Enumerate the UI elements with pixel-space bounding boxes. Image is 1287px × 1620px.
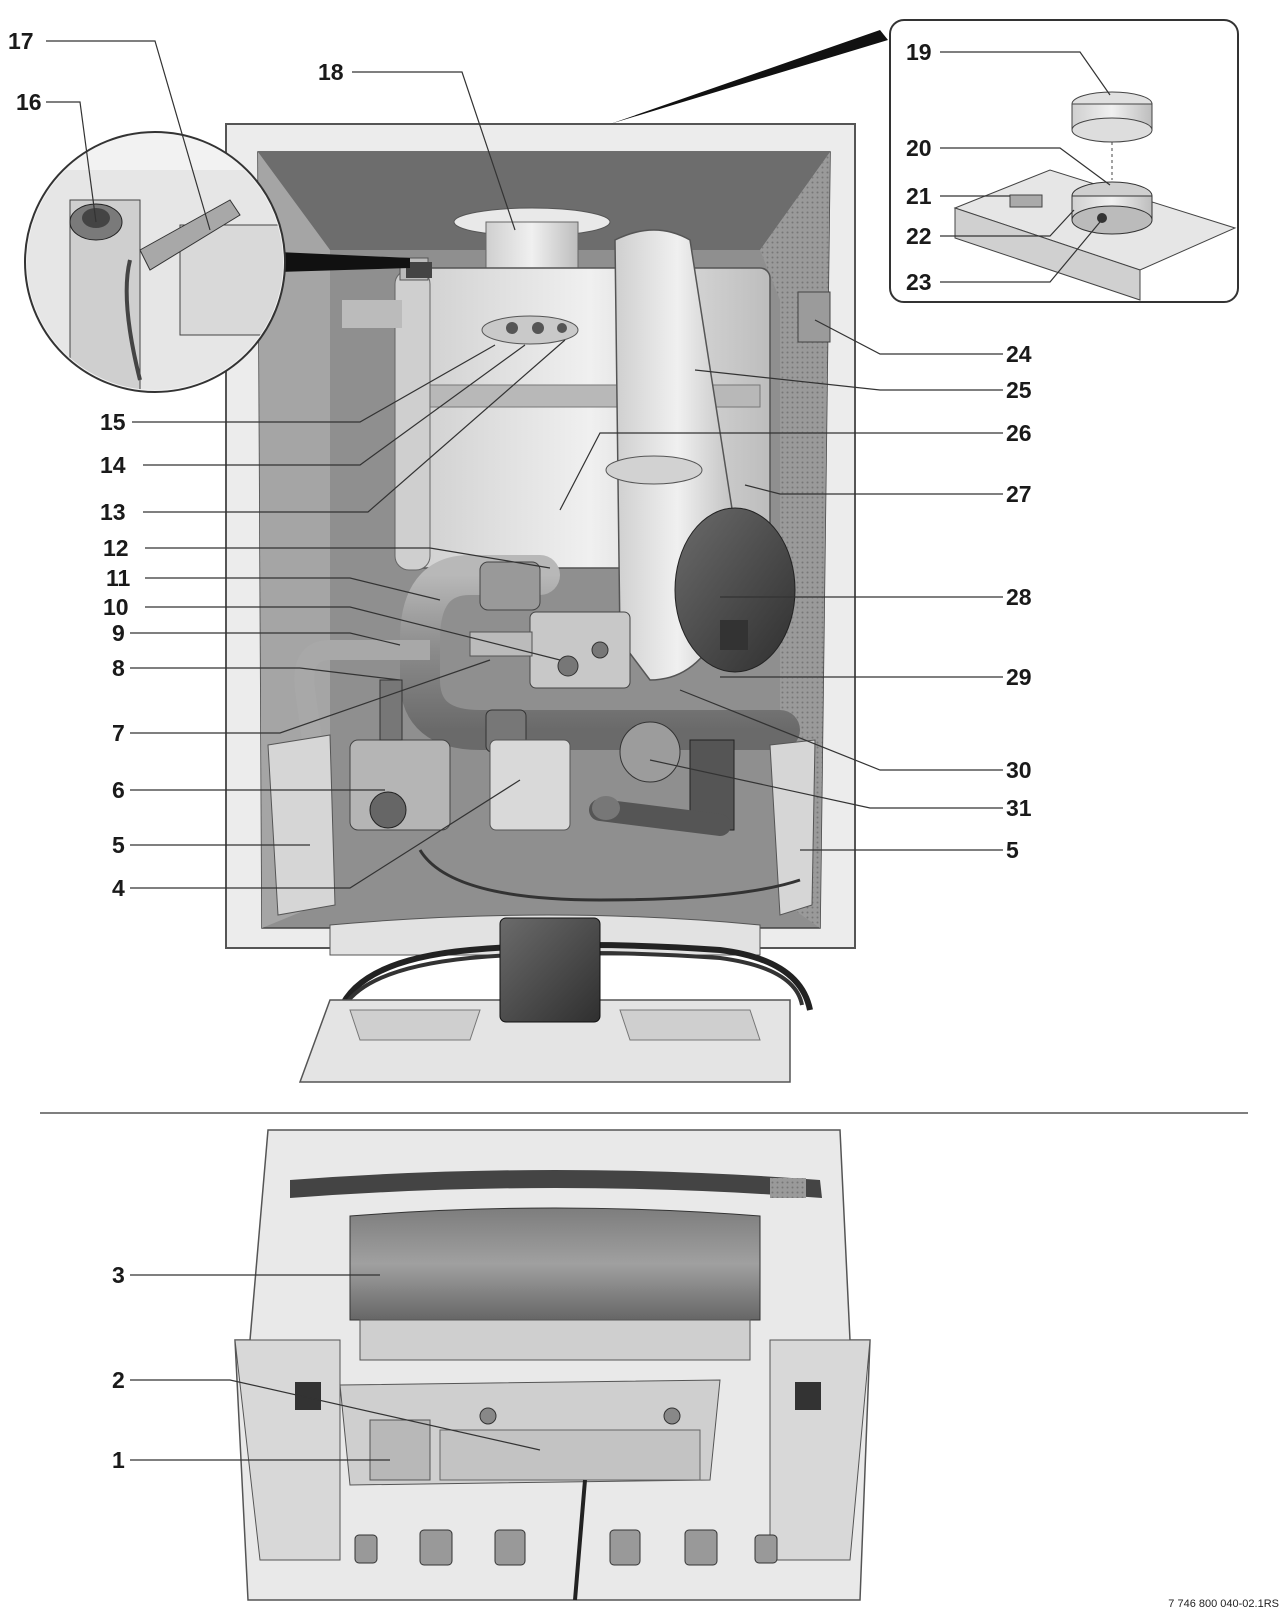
callout-22: 22	[906, 223, 932, 249]
callout-14: 14	[100, 452, 126, 478]
callout-23: 23	[906, 269, 932, 295]
gas-valve	[529, 611, 631, 689]
callout-11: 11	[106, 565, 131, 591]
condensate-trap	[489, 739, 571, 831]
callout-2: 2	[112, 1367, 125, 1393]
callout-19: 19	[906, 39, 932, 65]
callout-15: 15	[100, 409, 126, 435]
callout-1: 1	[112, 1447, 125, 1473]
callout-13: 13	[100, 499, 126, 525]
callout-16: 16	[16, 89, 42, 115]
drawing-reference-number: 7 746 800 040-02.1RS	[1168, 1598, 1279, 1610]
fan-motor	[674, 507, 796, 673]
callout-18: 18	[318, 59, 344, 85]
boiler-open-view	[225, 123, 856, 1083]
callout-12: 12	[103, 535, 129, 561]
callout-20: 20	[906, 135, 932, 161]
callout-labels: 17 16 18 15 14 13 12 11 10 9 8 7 6 5 4 2…	[8, 28, 1032, 1473]
callout-28: 28	[1006, 584, 1032, 610]
callout-8: 8	[112, 655, 125, 681]
detail-circle-temperature-sensor	[24, 131, 410, 393]
control-cover	[349, 1207, 761, 1321]
leader-lines	[46, 40, 1111, 1461]
callout-27: 27	[1006, 481, 1032, 507]
type-plate	[369, 1419, 431, 1481]
expansion-tank-left	[267, 734, 336, 916]
callout-29: 29	[1006, 664, 1032, 690]
callout-21: 21	[906, 183, 932, 209]
callout-6: 6	[112, 777, 125, 803]
transformer	[499, 917, 601, 1023]
boiler-closed-view	[234, 1129, 871, 1601]
callout-30: 30	[1006, 757, 1032, 783]
callout-7: 7	[112, 720, 125, 746]
callout-25: 25	[1006, 377, 1032, 403]
callout-10: 10	[103, 594, 129, 620]
inspection-port	[619, 721, 681, 783]
callout-9: 9	[112, 620, 125, 646]
callout-31: 31	[1006, 795, 1032, 821]
callout-24: 24	[1006, 341, 1032, 367]
insulation-mesh	[760, 152, 830, 928]
callout-17: 17	[8, 28, 34, 54]
callout-5-left: 5	[112, 832, 125, 858]
callout-5-right: 5	[1006, 837, 1019, 863]
callout-3: 3	[112, 1262, 125, 1288]
callout-4: 4	[112, 875, 125, 901]
pipe-connectors	[354, 1529, 778, 1566]
callout-26: 26	[1006, 420, 1032, 446]
detail-box-flue-adapter	[610, 19, 1239, 303]
expansion-tank-right	[769, 739, 816, 916]
